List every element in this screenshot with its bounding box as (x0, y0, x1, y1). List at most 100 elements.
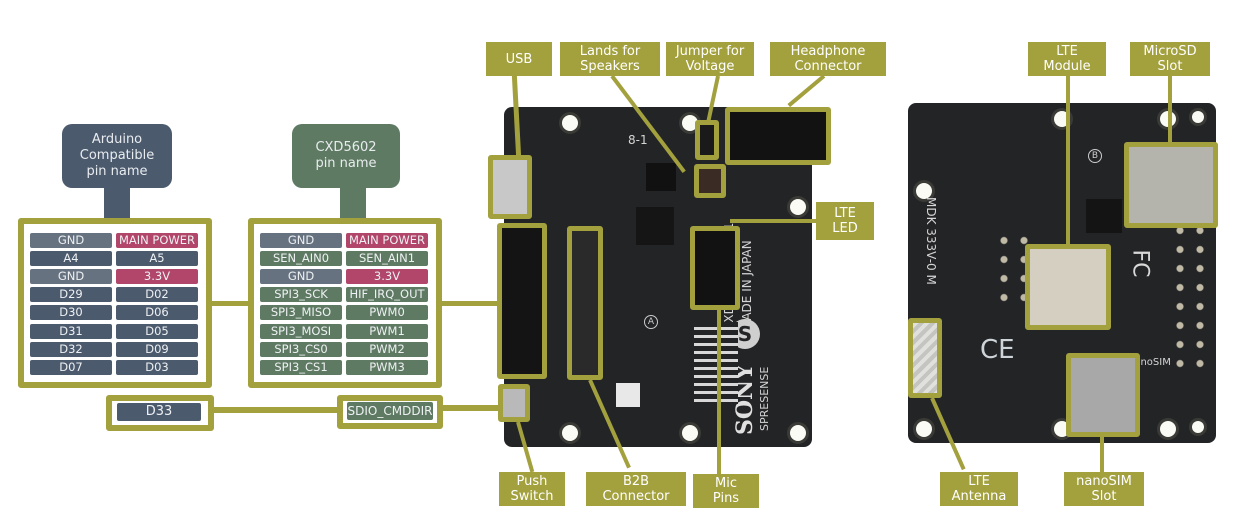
callout-speakers: Lands for Speakers (560, 42, 660, 76)
mark-a-letter: A (647, 317, 655, 327)
mount-hole (682, 115, 698, 131)
callout-usb: USB (486, 42, 552, 76)
b2b-connector-highlight[interactable] (567, 226, 603, 380)
pin-left-4: SPI3_MISO (260, 305, 342, 321)
logo-letter: S (737, 322, 753, 346)
leader-lte-led (730, 219, 816, 223)
pin-right-1: SEN_AIN1 (346, 251, 428, 267)
callout-mic: Mic Pins (693, 474, 759, 508)
pin-left-5: SPI3_MOSI (260, 323, 342, 339)
pin-left-2: GND (30, 269, 112, 285)
leader-headphone (787, 74, 826, 108)
callout-lte-led: LTE LED (816, 202, 874, 240)
mount-hole (790, 199, 806, 215)
pin-left-6: SPI3_CS0 (260, 341, 342, 357)
pin-left-1: SEN_AIN0 (260, 251, 342, 267)
callout-lte-antenna: LTE Antenna (940, 472, 1018, 506)
speaker-lands-highlight[interactable] (694, 164, 726, 198)
mount-hole (562, 115, 578, 131)
microsd-slot-highlight[interactable] (1124, 142, 1218, 228)
pin-left-0: GND (30, 233, 112, 248)
fc-mark: FC (1127, 249, 1153, 278)
arduino-header-highlight[interactable] (497, 223, 547, 379)
mount-hole (790, 425, 806, 441)
pin-right-6: PWM2 (346, 341, 428, 357)
mount-hole (1160, 421, 1176, 437)
mount-hole (916, 421, 932, 437)
pin-left-3: SPI3_SCK (260, 287, 342, 303)
callout-microsd: MicroSD Slot (1130, 42, 1210, 76)
pin-left-7: SPI3_CS1 (260, 359, 342, 375)
connector-line-arduino-cxd (212, 301, 248, 306)
spresense-product-text: SPRESENSE (758, 366, 771, 431)
pin-right-4: D06 (116, 305, 198, 321)
right-pin-header (1170, 221, 1210, 371)
connector-line-switch-2 (443, 405, 500, 411)
pin-right-5: PWM1 (346, 323, 428, 339)
push-switch-highlight[interactable] (498, 384, 530, 422)
callout-jumper: Jumper for Voltage (666, 42, 754, 76)
pin-right-7: PWM3 (346, 359, 428, 375)
pin-right-3: HIF_IRQ_OUT (346, 287, 428, 303)
nanosim-silk-text: nanoSIM (1128, 357, 1171, 368)
mount-hole (1192, 111, 1204, 123)
arduino-header-stem (104, 186, 130, 220)
switch-arduino-pin: D33 (117, 403, 201, 421)
pin-right-4: PWM0 (346, 305, 428, 321)
mark-b: B (1088, 149, 1102, 163)
mount-hole (916, 183, 932, 199)
mount-hole (682, 425, 698, 441)
pin-right-3: D02 (116, 287, 198, 303)
connector-line-switch-1 (214, 407, 337, 413)
leader-nanosim (1100, 437, 1104, 473)
cxd5602-header-stem (340, 186, 366, 220)
lte-antenna-highlight[interactable] (908, 318, 942, 398)
mic-pins-highlight[interactable] (690, 226, 740, 310)
nanosim-slot-highlight[interactable] (1066, 353, 1140, 437)
power-chip (616, 383, 640, 407)
pin-right-5: D05 (116, 323, 198, 339)
callout-nanosim: nanoSIM Slot (1064, 472, 1144, 506)
leader-microsd (1168, 76, 1172, 144)
leader-mic (717, 310, 721, 474)
pin-right-7: D03 (116, 359, 198, 375)
callout-lte-module: LTE Module (1028, 42, 1106, 76)
usb-port-highlight[interactable] (488, 155, 532, 219)
made-in-japan-text: MADE IN JAPAN (740, 240, 754, 331)
pin-left-1: A4 (30, 251, 112, 267)
lte-rf-chip (1086, 199, 1122, 233)
pin-left-6: D32 (30, 341, 112, 357)
pin-left-5: D31 (30, 323, 112, 339)
connector-line-cxd-header (442, 301, 498, 306)
pin-right-6: D09 (116, 341, 198, 357)
headphone-connector-highlight[interactable] (725, 107, 831, 165)
cxd5602-pin-header: CXD5602 pin name (292, 124, 400, 188)
pin-right-0: MAIN POWER (346, 233, 428, 248)
pin-left-4: D30 (30, 305, 112, 321)
leader-lte-module (1066, 76, 1070, 246)
spresense-main-board: 8-1 CXD5602PWBLM1 MADE IN JAPAN S SONY S… (504, 107, 812, 447)
voltage-jumper-highlight[interactable] (695, 120, 719, 160)
pin-right-0: MAIN POWER (116, 233, 198, 248)
pin-left-3: D29 (30, 287, 112, 303)
mount-hole (562, 425, 578, 441)
ce-mark: CE (980, 335, 1015, 365)
mark-a: A (644, 315, 658, 329)
arduino-pin-header: Arduino Compatible pin name (62, 124, 172, 188)
mark-b-letter: B (1091, 151, 1099, 161)
switch-cxd-pin: SDIO_CMDDIR (347, 402, 433, 420)
mic-pads (694, 322, 738, 404)
callout-headphone: Headphone Connector (770, 42, 886, 76)
pin-left-7: D07 (30, 359, 112, 375)
audio-codec-chip (646, 163, 676, 191)
back-side-text: MDK 333V-0 M (924, 197, 938, 285)
lte-module-highlight[interactable] (1025, 244, 1111, 330)
main-processor-chip (636, 207, 674, 245)
mount-hole (1192, 421, 1204, 433)
board-marker-text: 8-1 (628, 133, 648, 147)
pin-left-2: GND (260, 269, 342, 285)
pin-right-2: 3.3V (116, 269, 198, 285)
pin-right-2: 3.3V (346, 269, 428, 285)
callout-push-switch: Push Switch (499, 472, 565, 506)
pin-right-1: A5 (116, 251, 198, 267)
